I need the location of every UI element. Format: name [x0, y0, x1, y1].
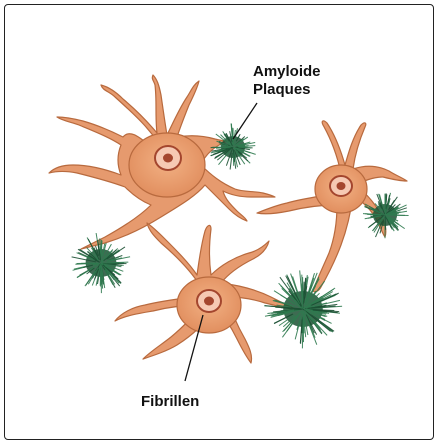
amyloid-label-line2: Plaques — [253, 81, 321, 99]
amyloid-label-line1: Amyloide — [253, 63, 321, 81]
amyloid-plaque-lower — [264, 270, 342, 348]
nucleus-right — [330, 176, 352, 196]
amyloid-plaques-label: Amyloide Plaques — [253, 63, 321, 99]
amyloid-pointer-line — [233, 103, 257, 139]
fibrillen-label: Fibrillen — [141, 393, 199, 411]
nucleus-top-left — [155, 146, 181, 170]
nucleus-bottom — [197, 290, 221, 312]
neuron-diagram — [5, 5, 433, 439]
diagram-frame: Amyloide Plaques Fibrillen — [4, 4, 434, 440]
